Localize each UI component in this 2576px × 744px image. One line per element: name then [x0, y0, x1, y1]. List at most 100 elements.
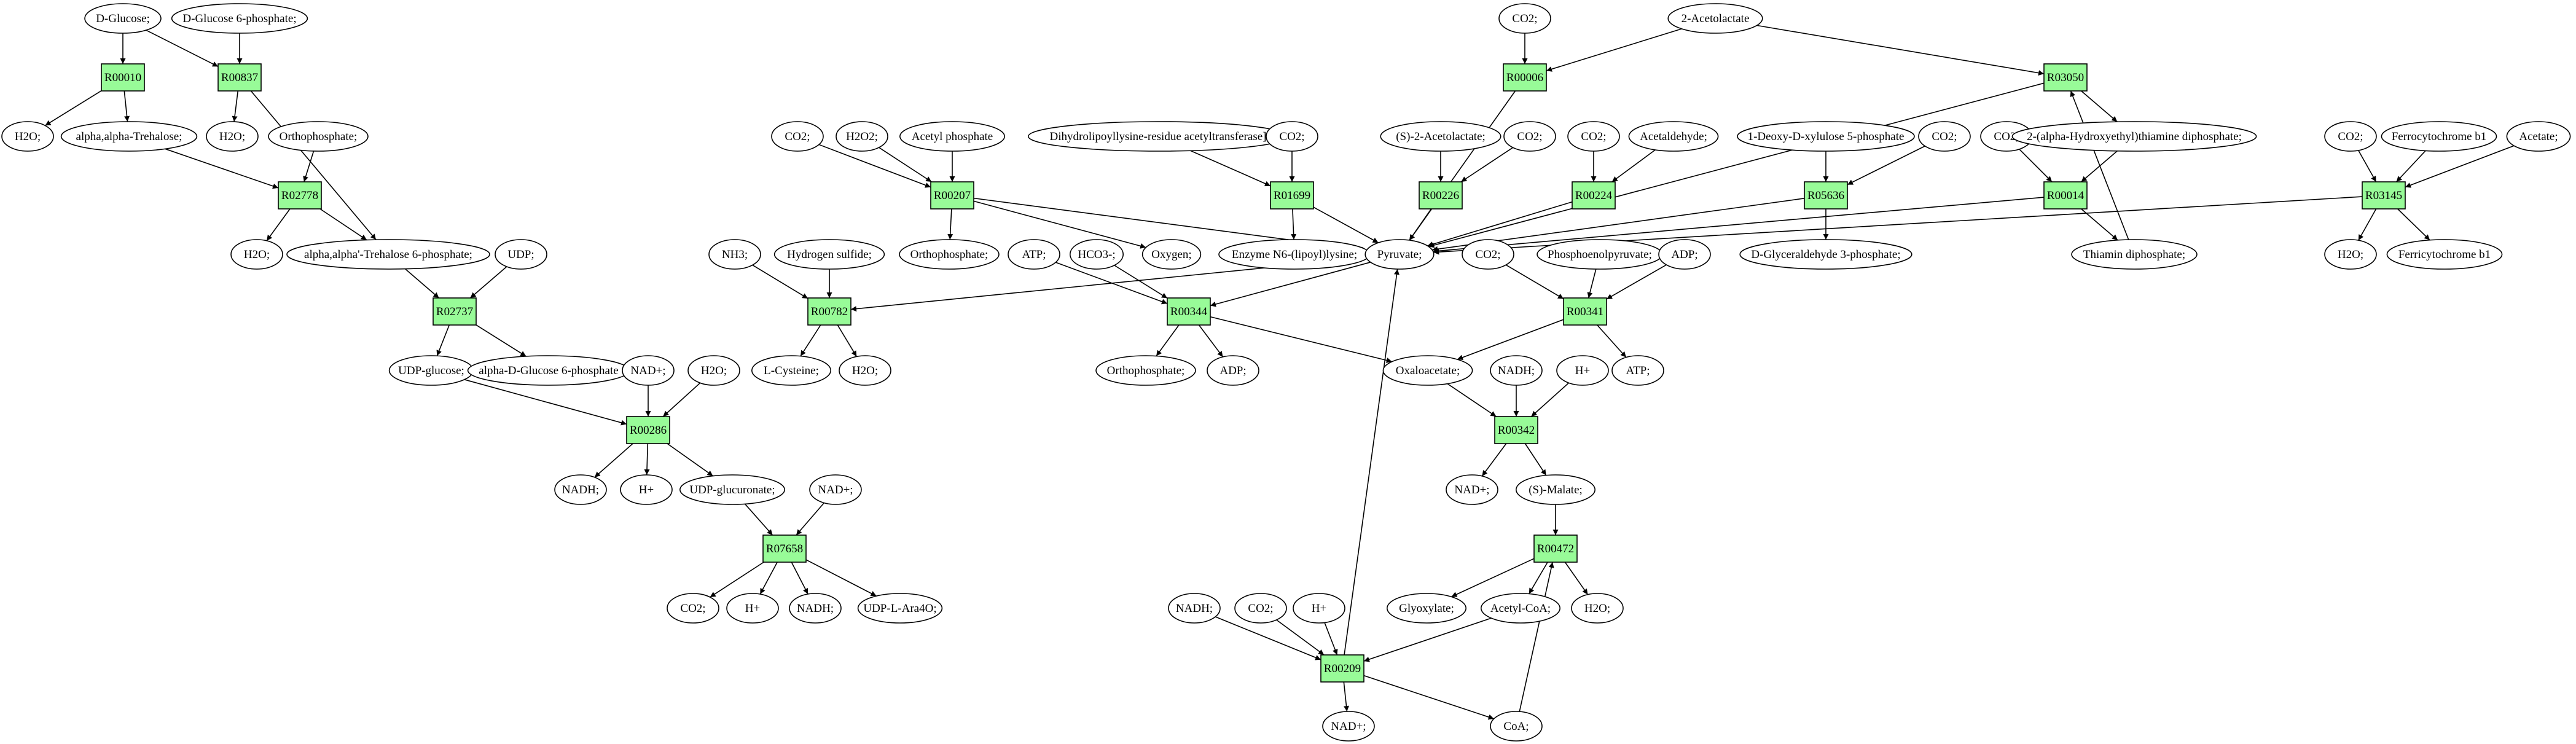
metabolite-ellipse	[2386, 239, 2503, 270]
edge-atp_a-to-r00344	[1055, 262, 1168, 305]
metabolite-node-nadh_a: NADH;	[554, 474, 607, 505]
reaction-node-r02737: R02737	[433, 297, 477, 326]
metabolite-node-hplus_d: H+	[1293, 593, 1345, 624]
metabolite-node-h2o_e: H2O;	[839, 355, 891, 386]
node-label: H2O;	[2338, 248, 2363, 261]
reaction-box	[433, 297, 477, 326]
reaction-box	[1167, 297, 1211, 326]
metabolite-ellipse	[1008, 239, 1060, 270]
metabolite-node-nadh_d: NADH;	[1168, 593, 1221, 624]
metabolite-ellipse	[1168, 593, 1221, 624]
metabolite-ellipse	[726, 593, 779, 624]
metabolite-ellipse	[1234, 593, 1287, 624]
metabolite-node-orthophosphate_a: Orthophosphate;	[268, 121, 369, 152]
node-label: R00472	[1537, 542, 1574, 555]
metabolite-node-atp_a: ATP;	[1008, 239, 1060, 270]
metabolite-node-nad_c: NAD+;	[1446, 474, 1498, 505]
edge-r00342-to-s_malate	[1524, 443, 1547, 476]
node-label: NH3;	[722, 248, 748, 261]
metabolite-ellipse	[1207, 355, 1259, 386]
edge-r00224-to-pyruvate	[1427, 201, 1573, 247]
metabolite-ellipse	[2324, 121, 2377, 152]
metabolite-ellipse	[899, 239, 1000, 270]
edge-r00344-to-orthophosphate_c	[1156, 324, 1180, 357]
metabolite-ellipse	[1322, 711, 1375, 742]
metabolite-ellipse	[1490, 355, 1543, 386]
metabolite-ellipse	[809, 474, 862, 505]
reaction-box	[626, 416, 670, 444]
node-label: H+	[1575, 364, 1590, 377]
node-label: CO2;	[1512, 12, 1537, 25]
metabolite-node-trehalose_6p: alpha,alpha'-Trehalose 6-phosphate;	[286, 239, 490, 270]
metabolite-ellipse	[839, 355, 891, 386]
metabolite-ellipse	[1611, 355, 1664, 386]
reaction-box	[1533, 535, 1578, 563]
edge-r02737-to-udp_glucose	[436, 324, 450, 356]
edge-r00342-to-nad_c	[1481, 443, 1507, 477]
metabolite-ellipse	[679, 474, 786, 505]
edge-r07658-to-co2_a	[710, 562, 764, 598]
reaction-node-r03050: R03050	[2043, 63, 2088, 92]
metabolite-node-glyoxylate: Glyoxylate;	[1387, 593, 1467, 624]
metabolite-node-l_cysteine: L-Cysteine;	[751, 355, 832, 386]
edge-trehalose_6p-to-r02737	[404, 268, 439, 299]
metabolite-node-co2_f: CO2;	[1918, 121, 1971, 152]
node-label: R00341	[1567, 305, 1603, 318]
reaction-node-r00224: R00224	[1572, 181, 1616, 209]
metabolite-ellipse	[1503, 121, 1556, 152]
metabolite-node-hydroxyethyl_tpp: 2-(alpha-Hydroxyethyl)thiamine diphospha…	[2011, 121, 2257, 152]
node-label: NADH;	[1498, 364, 1535, 377]
edge-nad_b-to-r07658	[796, 502, 825, 536]
node-label: Dihydrolipoyllysine-residue acetyltransf…	[1050, 130, 1267, 143]
node-label: R03050	[2047, 71, 2084, 84]
node-label: CO2;	[2338, 130, 2363, 143]
node-label: R00006	[1506, 71, 1543, 84]
node-label: D-Glyceraldehyde 3-phosphate;	[1751, 248, 1900, 261]
reaction-node-r03145: R03145	[2362, 181, 2406, 209]
metabolite-ellipse	[171, 3, 308, 34]
node-label: R00207	[934, 189, 971, 202]
edge-r00010-to-trehalose	[123, 90, 130, 122]
edge-udp_glucose-to-r00286	[464, 379, 627, 426]
metabolite-ellipse	[1490, 711, 1543, 742]
metabolite-node-co2_a: CO2;	[667, 593, 719, 624]
metabolite-ellipse	[857, 593, 943, 624]
node-label: (S)-Malate;	[1529, 484, 1583, 496]
edge-r00344-to-adp_a	[1198, 324, 1224, 358]
node-label: CO2;	[785, 130, 810, 143]
node-label: Orthophosphate;	[910, 248, 989, 261]
metabolite-node-h2o_c: H2O;	[230, 239, 283, 270]
metabolite-node-pyruvate: Pyruvate;	[1364, 239, 1435, 270]
metabolite-ellipse	[667, 593, 719, 624]
metabolite-node-h2o_b: H2O;	[206, 121, 259, 152]
metabolite-ellipse	[771, 121, 824, 152]
node-label: R00344	[1170, 305, 1208, 318]
edge-r02778-to-h2o_c	[266, 208, 291, 241]
edge-r00341-to-atp_b	[1597, 324, 1627, 358]
node-label: CoA;	[1503, 720, 1529, 733]
edge-r00472-to-acetyl_coa	[1529, 562, 1548, 594]
metabolite-node-h2o_a: H2O;	[1, 121, 54, 152]
metabolite-ellipse	[495, 239, 547, 270]
node-label: Enzyme N6-(lipoyl)lysine;	[1232, 248, 1357, 261]
edge-co2_g-to-r00014	[2019, 149, 2053, 182]
node-label: Thiamin diphosphate;	[2083, 248, 2185, 261]
edge-adp_b-to-r00341	[1606, 264, 1667, 300]
node-label: R00014	[2047, 189, 2085, 202]
metabolite-node-co2_j: CO2;	[1234, 593, 1287, 624]
metabolite-ellipse	[2381, 121, 2497, 152]
edge-r03050-to-hydroxyethyl_tpp	[2081, 90, 2118, 122]
node-label: UDP;	[507, 248, 534, 261]
metabolite-ellipse	[1571, 593, 1624, 624]
reaction-node-r00472: R00472	[1533, 535, 1578, 563]
edge-r00014-to-thiamin_dp	[2081, 208, 2118, 241]
node-label: 2-Acetolactate	[1681, 12, 1750, 25]
reaction-box	[1804, 181, 1848, 209]
metabolite-node-dihydrolipoyllysine: Dihydrolipoyllysine-residue acetyltransf…	[1028, 121, 1289, 152]
metabolite-node-hco3: HCO3-;	[1070, 239, 1124, 270]
edge-acetate-to-r03145	[2405, 145, 2515, 188]
node-label: H2O;	[15, 130, 41, 143]
node-label: CO2;	[1248, 602, 1273, 615]
reaction-box	[930, 181, 974, 209]
